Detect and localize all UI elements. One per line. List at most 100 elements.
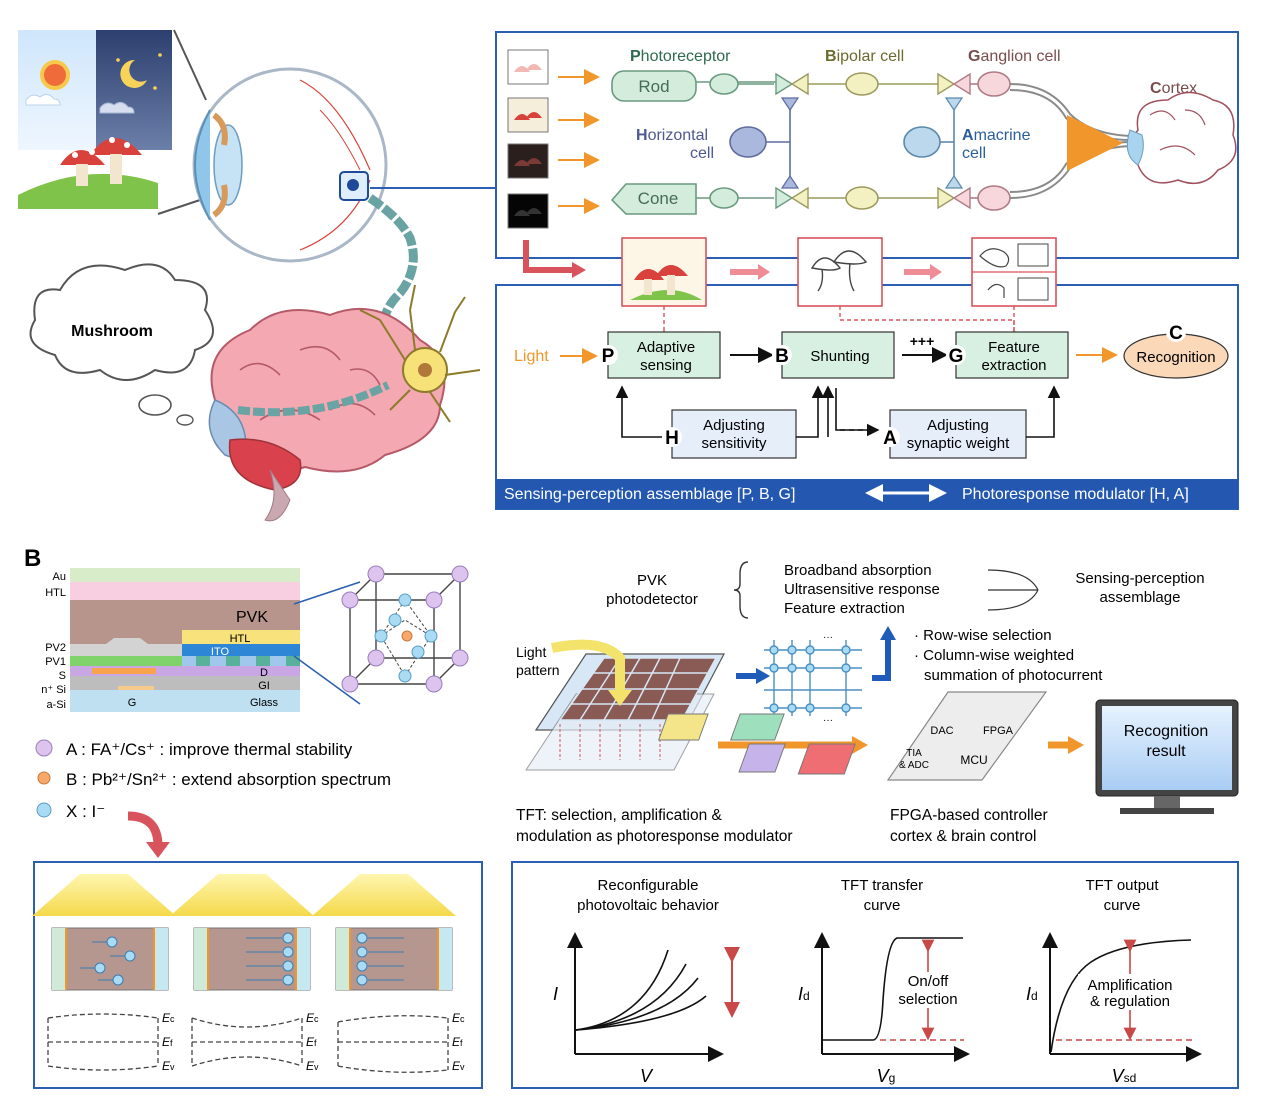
chip-dac: DAC bbox=[930, 725, 953, 737]
feature-extraction-line2: extraction bbox=[981, 357, 1046, 374]
shunting-label: Shunting bbox=[810, 348, 869, 365]
detector-array bbox=[525, 639, 725, 771]
layer-htl: HTL bbox=[45, 587, 66, 599]
layer-pv1: PV1 bbox=[45, 656, 66, 668]
mushroom-cap-icon bbox=[60, 150, 105, 165]
neuron-icon bbox=[359, 284, 481, 423]
amacrine-label: Amacrine bbox=[962, 127, 1031, 144]
ganglion-cell-rod bbox=[977, 71, 1011, 97]
brain-icon bbox=[208, 307, 446, 522]
adjusting-sensitivity-line1: Adjusting bbox=[703, 417, 765, 434]
plot1-ylabel: I bbox=[553, 984, 558, 1004]
chip-tia-2: & ADC bbox=[899, 760, 929, 771]
node-g: G bbox=[949, 346, 964, 367]
matrix-out-arrow bbox=[872, 638, 891, 681]
ganglion-label: Ganglion cell bbox=[968, 48, 1061, 65]
adjusting-sensitivity-line2: sensitivity bbox=[701, 435, 767, 452]
assemblage-line1: Sensing-perception bbox=[1075, 570, 1204, 587]
rod-pathway: Rod bbox=[611, 70, 1011, 102]
chip-tia-1: TIA bbox=[906, 748, 922, 759]
recognition-result-line2: result bbox=[1146, 743, 1186, 760]
cone-label: Cone bbox=[638, 189, 679, 208]
thumbnail-normal bbox=[507, 97, 549, 133]
ion-x-marker bbox=[36, 802, 52, 818]
thumbnail-dark bbox=[507, 193, 549, 229]
monitor-icon bbox=[1095, 699, 1239, 814]
plot2-note-2: selection bbox=[898, 991, 957, 1008]
plot3-note-2: & regulation bbox=[1090, 993, 1170, 1010]
cortex-brain-icon bbox=[1126, 91, 1237, 185]
adaptive-sensing-line1: Adaptive bbox=[637, 339, 695, 356]
fpga-chip bbox=[729, 713, 785, 741]
eye-icon bbox=[192, 67, 388, 263]
fpga-caption-line2: cortex & brain control bbox=[890, 828, 1036, 845]
chip-mcu: MCU bbox=[960, 753, 987, 767]
layer-ito: ITO bbox=[211, 646, 230, 658]
thumbnail-dim bbox=[507, 143, 549, 179]
plot2-title-1: TFT transfer bbox=[841, 877, 923, 894]
plot3-ylabel: Id bbox=[1026, 984, 1038, 1004]
layer-a-si: a-Si bbox=[46, 699, 66, 711]
band-ec-1: Ec bbox=[162, 1011, 175, 1025]
input-arrows bbox=[558, 69, 600, 214]
adaptive-sensing-box bbox=[607, 331, 721, 379]
node-a: A bbox=[883, 428, 897, 449]
shunting-box bbox=[781, 331, 895, 379]
plot3-xlabel: Vsd bbox=[1112, 1066, 1137, 1086]
layer-labels: Au HTL PV2 PV1 S n⁺ Si a-Si bbox=[41, 571, 66, 711]
plot-output: TFT output curve Amplification & regulat… bbox=[1026, 877, 1202, 1086]
dac-chip bbox=[657, 713, 709, 741]
light-pattern-line1: Light bbox=[516, 644, 546, 660]
layer-glass: Glass bbox=[250, 697, 279, 709]
retina-circuit-frame bbox=[495, 31, 1239, 259]
adjusting-synaptic-weight-box bbox=[889, 409, 1027, 459]
day-night-scene bbox=[18, 30, 172, 209]
processing-flow-frame bbox=[495, 284, 1239, 510]
band-labels: Ec Ef Ev Ec Ef Ev Ec Ef Ev bbox=[162, 1011, 465, 1073]
moon-icon bbox=[120, 59, 147, 88]
layer-g: G bbox=[128, 697, 137, 709]
rod-label: Rod bbox=[638, 77, 669, 96]
ganglion-cell-cone bbox=[977, 185, 1011, 211]
plot-transfer: TFT transfer curve On/off selection Id V… bbox=[798, 877, 970, 1086]
node-b: B bbox=[775, 346, 789, 367]
feature-1: Broadband absorption bbox=[784, 562, 932, 579]
layer-htl-inner: HTL bbox=[230, 633, 251, 645]
pvk-detector-line1: PVK bbox=[637, 572, 667, 589]
plot3-title-1: TFT output bbox=[1085, 877, 1159, 894]
node-h: H bbox=[665, 428, 679, 449]
plot1-xlabel: V bbox=[640, 1066, 654, 1086]
fpga-board: DAC FPGA TIA & ADC MCU bbox=[657, 691, 1048, 781]
plus-signs: +++ bbox=[910, 333, 935, 349]
light-pattern-line2: pattern bbox=[516, 662, 560, 678]
plot3-note-1: Amplification bbox=[1087, 977, 1172, 994]
band-ec-3: Ec bbox=[452, 1011, 465, 1025]
layer-n-si: n⁺ Si bbox=[41, 684, 66, 696]
recognition-result-line1: Recognition bbox=[1124, 723, 1209, 740]
tia-chip bbox=[738, 743, 786, 773]
plot2-note-1: On/off bbox=[908, 973, 949, 990]
chip-fpga: FPGA bbox=[983, 725, 1014, 737]
layer-s: S bbox=[59, 670, 66, 682]
node-p: P bbox=[602, 346, 615, 367]
legend-a: A : FA⁺/Cs⁺ : improve thermal stability bbox=[66, 740, 353, 759]
assemblage-line2: assemblage bbox=[1100, 589, 1181, 606]
matrix-note-3: summation of photocurrent bbox=[924, 667, 1103, 684]
band-ef-3: Ef bbox=[452, 1035, 463, 1049]
horizontal-label: Horizontal bbox=[636, 127, 708, 144]
feature-extraction-line1: Feature bbox=[988, 339, 1040, 356]
mcu-chip bbox=[797, 743, 856, 775]
matrix-note-2: · Column-wise weighted bbox=[914, 647, 1074, 664]
sun-icon bbox=[40, 60, 70, 90]
feature-3: Feature extraction bbox=[784, 600, 905, 617]
legend-x: X : I⁻ bbox=[66, 802, 105, 821]
band-ev-3: Ev bbox=[452, 1059, 465, 1073]
perovskite-crystal bbox=[341, 565, 469, 693]
bipolar-label: Bipolar cell bbox=[825, 48, 904, 65]
banner-right: Photoresponse modulator [H, A] bbox=[962, 486, 1189, 503]
horizontal-cell-label: cell bbox=[690, 145, 714, 162]
amacrine-cell bbox=[903, 97, 964, 189]
panel-label-b: B bbox=[24, 545, 41, 572]
adjusting-synaptic-line2: synaptic weight bbox=[907, 435, 1010, 452]
